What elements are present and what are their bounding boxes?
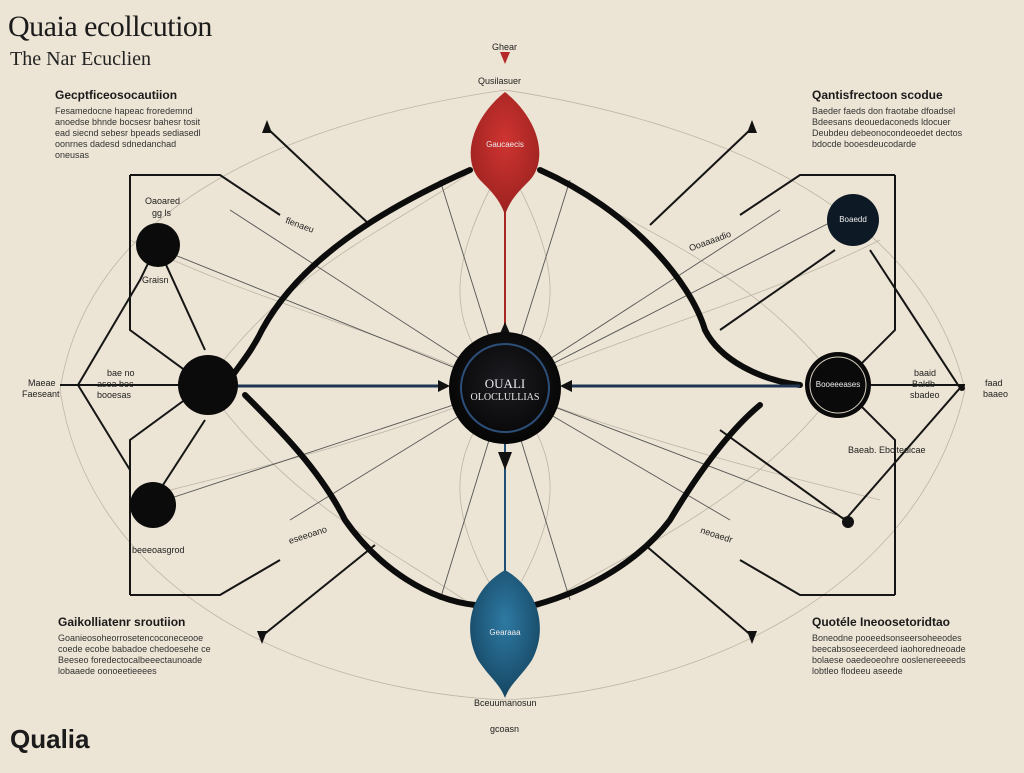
block-line: ead siecnd sebesr bpeads sediasedl xyxy=(55,128,201,138)
left-mid-node xyxy=(178,355,238,415)
right-mid-node-label: Booeeeases xyxy=(815,380,861,389)
right-upper-node-label: Boaedd xyxy=(839,215,867,224)
bottom-node-label: Gearaaa xyxy=(489,628,521,637)
block-line: Fesamedocne hapeac froredemnd xyxy=(55,106,193,116)
block-line: Bdeesans deouedaconeds ldocuer xyxy=(812,117,951,127)
left-outer-label: Faeseant xyxy=(22,389,60,399)
right-lower-caption: Baeab. Ebcitedicae xyxy=(848,445,926,455)
block-heading: Gecptficeosocautiion xyxy=(55,88,178,102)
block-line: Boneodne pooeedsonseersoheeodes xyxy=(812,633,962,643)
right-mid-label: sbadeo xyxy=(910,390,940,400)
block-line: Goanieosoheorrosetencoconeceooe xyxy=(58,633,204,643)
bottom-node-caption: Bceuumanosun xyxy=(474,698,537,708)
block-line: lobaaede oonoeetieeees xyxy=(58,666,157,676)
center-node-subtitle: OLOCLULLIAS xyxy=(470,392,540,403)
block-line: oonrnes dadesd sdnedanchad xyxy=(55,139,177,149)
block-line: bolaese oaedeoeohre ooslenereeeeds xyxy=(812,655,966,665)
text-block-top-left: Gecptficeosocautiion Fesamedocne hapeac … xyxy=(55,88,225,161)
block-line: bdocde booesdeucodarde xyxy=(812,139,917,149)
block-line: coede ecobe babadoe chedoesehe ce xyxy=(58,644,211,654)
text-block-bottom-right: Quotéle Ineoosetoridtao Boneodne pooeeds… xyxy=(812,615,982,677)
right-mid-node xyxy=(805,352,871,418)
left-lower-caption: beeeoasgrod xyxy=(132,545,185,555)
right-upper-node xyxy=(827,194,879,246)
footer-title: Qualia xyxy=(10,724,90,754)
right-mid-node-ring xyxy=(809,356,867,414)
block-heading: Qantisfrectoon scodue xyxy=(812,88,943,102)
block-line: beecabsoseecerdeed iaohoredneoade xyxy=(812,644,966,654)
text-block-bottom-left: Gaikolliatenr sroutiion Goanieosoheorros… xyxy=(58,615,228,677)
top-node-label: Gaucaecis xyxy=(486,140,524,149)
tip-markers xyxy=(257,120,965,644)
block-line: oneusas xyxy=(55,150,90,160)
top-red-node xyxy=(470,52,540,215)
bottom-blue-node xyxy=(470,570,540,698)
left-upper-caption: gg ls xyxy=(152,208,172,218)
main-curves xyxy=(227,167,803,608)
diagram-title: Quaia ecollcution xyxy=(8,10,212,43)
top-node-caption: Ghear xyxy=(492,42,518,52)
block-line: Beeseo foredectocalbeeectaunoade xyxy=(58,655,203,665)
left-mid-label: bae no xyxy=(107,368,135,378)
left-lower-node xyxy=(130,482,176,528)
right-mid-label: baaid xyxy=(914,368,937,378)
block-line: anoedse bhnde bocsesr bahesr tosit xyxy=(55,117,201,127)
bottom-node-subcaption: gcoasn xyxy=(490,724,520,734)
diagram-subtitle: The Nar Ecuclien xyxy=(10,48,152,70)
block-heading: Gaikolliatenr sroutiion xyxy=(58,615,186,629)
block-line: lobtleo flodeeu aseede xyxy=(812,666,903,676)
frame-lines xyxy=(60,127,965,637)
left-mid-label: booesas xyxy=(97,390,132,400)
block-line: Deubdeu debeonocondeoedet dectos xyxy=(812,128,963,138)
left-outer-label: Maeae xyxy=(28,378,56,388)
horizontal-arrows xyxy=(235,322,800,470)
text-block-top-right: Qantisfrectoon scodue Baeder faeds don f… xyxy=(812,88,982,150)
right-outer-label: faad xyxy=(985,378,1003,388)
block-heading: Quotéle Ineoosetoridtao xyxy=(812,615,951,629)
block-line: Baeder faeds don fraotabe dfoadsel xyxy=(812,106,956,116)
left-mid-label: asoa bec xyxy=(97,379,134,389)
right-outer-label: baaeo xyxy=(983,389,1009,399)
center-node xyxy=(449,332,561,444)
center-node-title: OUALI xyxy=(484,376,526,391)
left-upper-caption: Graisn xyxy=(142,275,169,285)
top-node-subcaption: Qusilasuer xyxy=(478,76,522,86)
right-mid-label: Baldb xyxy=(912,379,936,389)
left-upper-caption: Oaoared xyxy=(145,196,181,206)
left-upper-node xyxy=(136,223,180,267)
